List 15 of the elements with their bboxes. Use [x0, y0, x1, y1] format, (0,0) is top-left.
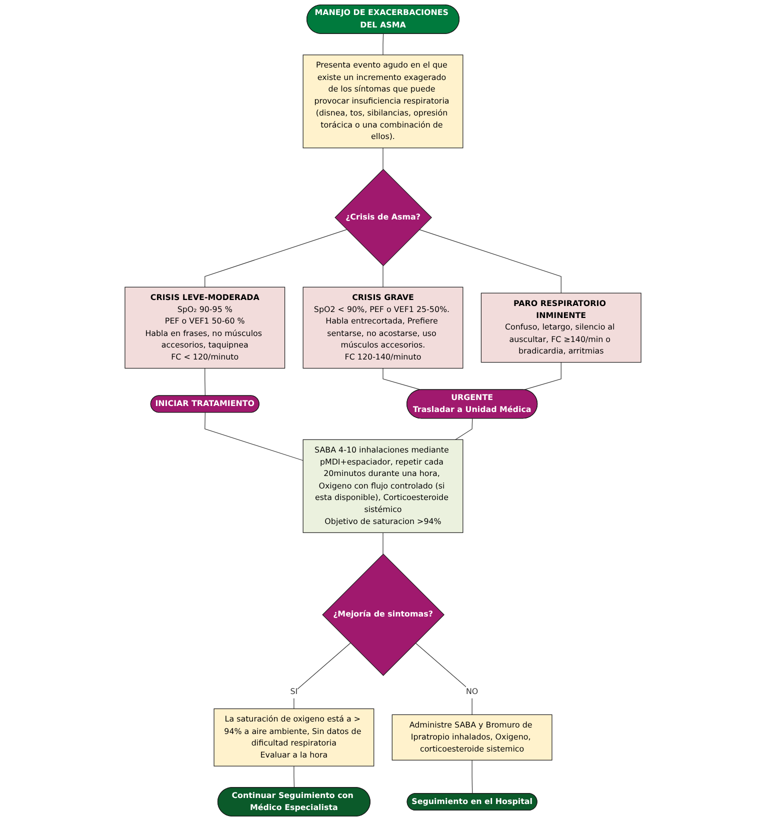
connector [382, 368, 422, 390]
connector [418, 229, 562, 294]
connector [382, 532, 384, 554]
connector [455, 418, 473, 440]
connector [204, 368, 206, 396]
connector [382, 34, 384, 56]
connector [472, 760, 473, 794]
connector [204, 229, 348, 288]
connector [415, 642, 472, 716]
connector [382, 148, 384, 170]
connector [294, 642, 351, 710]
connector [523, 362, 562, 390]
connector [382, 265, 384, 288]
connector [204, 412, 304, 461]
connector [294, 766, 295, 788]
